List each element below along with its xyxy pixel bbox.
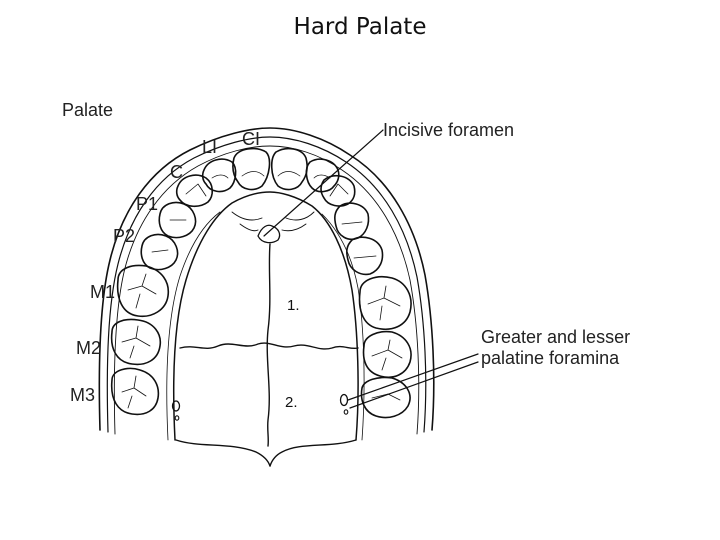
label-premolar-1: P1	[136, 194, 159, 214]
inner-palate-outline	[173, 191, 359, 441]
tooth-ci-left	[232, 147, 271, 191]
tooth-p2-right	[346, 236, 384, 276]
label-molar-1: M1	[90, 282, 116, 302]
tooth-m2-right	[362, 330, 412, 378]
tooth-m2-left	[110, 318, 162, 366]
tooth-m1-left	[116, 264, 170, 318]
tooth-c-left	[175, 174, 214, 208]
outer-arch-outline-3	[113, 145, 420, 435]
outer-arch-outline	[98, 127, 435, 431]
number-label-1: 1.	[287, 297, 300, 314]
tooth-p1-left	[158, 201, 197, 239]
lesser-palatine-foramen-left	[174, 415, 180, 421]
callout-incisive-foramen: Incisive foramen	[383, 120, 515, 140]
tooth-m3-right	[360, 376, 411, 419]
incisive-foramen-pointer	[263, 129, 384, 237]
rugae-4	[281, 223, 307, 232]
label-canine: C	[170, 162, 183, 182]
greater-palatine-foramen-right	[339, 393, 349, 407]
rugae-2	[285, 211, 315, 221]
label-molar-2: M2	[76, 338, 102, 358]
number-label-2: 2.	[285, 394, 298, 411]
palatine-foramina-pointer-2	[349, 361, 479, 409]
rugae-1	[231, 211, 263, 221]
figure-heading: Palate	[62, 100, 114, 120]
tooth-m1-right	[358, 276, 412, 330]
posterior-nasal-margin-right	[269, 439, 357, 467]
transverse-palatine-suture	[179, 342, 359, 350]
callout-palatine-foramina-line2: palatine foramina	[481, 348, 620, 368]
greater-palatine-foramen-left	[171, 400, 181, 412]
posterior-nasal-margin	[175, 439, 271, 467]
tooth-p1-right	[334, 202, 370, 241]
palatine-foramina-pointer-1	[347, 353, 479, 401]
tooth-ci-right	[270, 147, 308, 191]
slide-title: Hard Palate	[293, 14, 427, 40]
median-palatine-suture	[266, 243, 271, 447]
inner-ridge-left	[166, 211, 221, 441]
incisive-papilla	[257, 224, 281, 244]
tooth-li-left	[201, 158, 237, 193]
callout-palatine-foramina-line1: Greater and lesser	[481, 327, 631, 347]
rugae-3	[239, 223, 259, 232]
label-molar-3: M3	[70, 385, 96, 405]
label-lateral-incisor: LI	[202, 137, 218, 157]
tooth-li-right	[305, 158, 340, 193]
lesser-palatine-foramen-right	[343, 409, 349, 415]
tooth-m3-left	[110, 367, 160, 416]
label-premolar-2: P2	[113, 226, 136, 246]
label-central-incisor: CI	[242, 129, 260, 149]
tooth-p2-left	[140, 233, 179, 271]
outer-arch-outline-2	[106, 136, 427, 433]
